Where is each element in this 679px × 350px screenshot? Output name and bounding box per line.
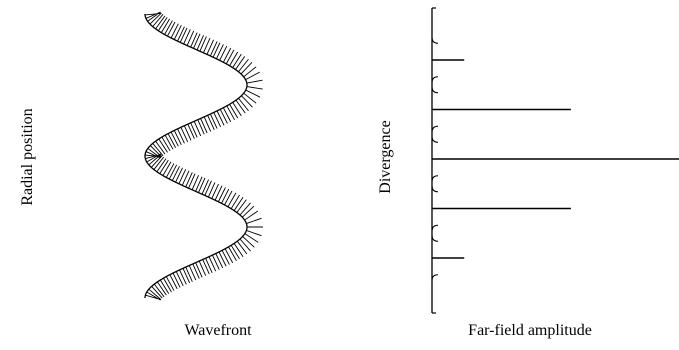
far-field-diagram bbox=[431, 7, 679, 314]
order-bracket bbox=[431, 235, 439, 281]
wavefront-curve bbox=[144, 14, 248, 298]
order-bracket bbox=[431, 136, 439, 182]
left-y-axis-label: Radial position bbox=[19, 108, 36, 206]
order-bracket bbox=[431, 37, 439, 83]
right-x-axis-label: Far-field amplitude bbox=[468, 322, 592, 339]
left-x-axis-label: Wavefront bbox=[184, 322, 252, 339]
order-bracket bbox=[431, 86, 439, 133]
wavefront-hatching bbox=[144, 11, 263, 301]
order-bracket bbox=[431, 185, 439, 232]
wavefront-diagram bbox=[144, 11, 263, 301]
right-y-axis-label: Divergence bbox=[377, 120, 394, 194]
